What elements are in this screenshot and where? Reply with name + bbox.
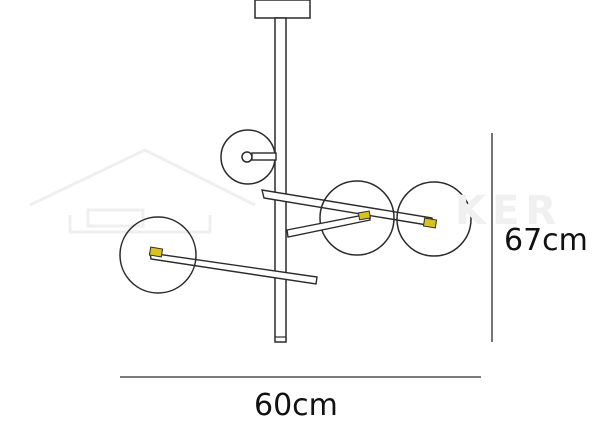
- middle-arm: [286, 213, 371, 238]
- right-middle-globe: [319, 180, 395, 256]
- bulb-middle: [357, 210, 372, 221]
- bulb-right: [422, 217, 438, 229]
- left-globe: [119, 216, 197, 294]
- ceiling-canopy: [254, 0, 311, 19]
- lower-arm: [149, 252, 318, 285]
- height-dimension-label: 67cm: [504, 223, 588, 258]
- watermark-text: KER: [455, 188, 563, 234]
- upper-globe-socket: [241, 151, 253, 163]
- vertical-rod: [274, 17, 287, 343]
- watermark-logo: [29, 148, 256, 234]
- right-outer-globe: [396, 181, 472, 257]
- upper-arm: [251, 152, 277, 161]
- bulb-left: [148, 246, 164, 258]
- width-dimension-label: 60cm: [254, 388, 338, 423]
